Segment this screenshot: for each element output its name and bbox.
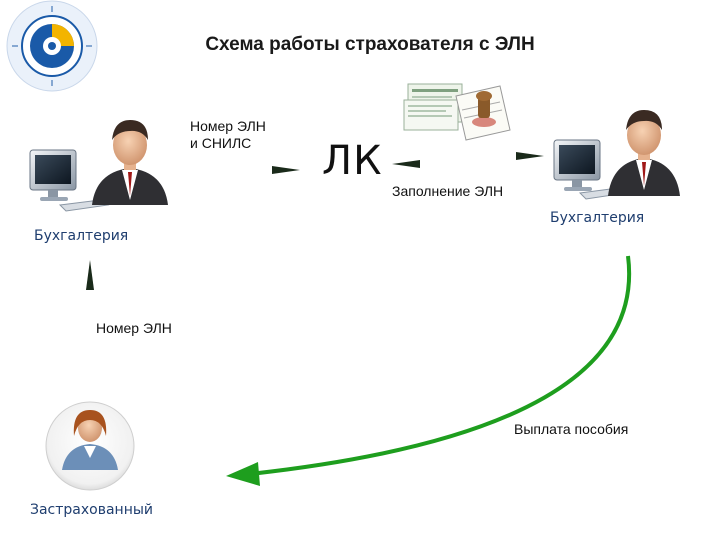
right-workstation-illustration (553, 110, 680, 200)
arrow-to-lk (150, 166, 300, 174)
edge-label-payment: Выплата пособия (514, 421, 629, 437)
node-insured: Застрахованный (30, 502, 154, 518)
edge-label-to-lk: Номер ЭЛН и СНИЛС (190, 118, 266, 152)
fss-logo (6, 0, 98, 92)
arrow-insured-to-accounting (86, 260, 94, 388)
edge-label-to-lk-line1: Номер ЭЛН (190, 118, 266, 134)
edge-label-fill-eln: Заполнение ЭЛН (392, 183, 504, 199)
edge-label-eln-number: Номер ЭЛН (96, 320, 172, 336)
arrow-payment-curve (226, 255, 632, 486)
node-lk: ЛК (322, 138, 383, 184)
node-left-accounting: Бухгалтерия (34, 228, 129, 244)
insured-illustration (45, 401, 135, 491)
arrow-lk-right-exchange (392, 152, 544, 168)
left-workstation-illustration (29, 120, 168, 212)
page-title: Схема работы страхователя с ЭЛН (205, 34, 535, 55)
node-right-accounting: Бухгалтерия (550, 210, 645, 226)
documents-stamp-illustration (403, 83, 511, 141)
edge-label-to-lk-line2: и СНИЛС (190, 135, 252, 151)
